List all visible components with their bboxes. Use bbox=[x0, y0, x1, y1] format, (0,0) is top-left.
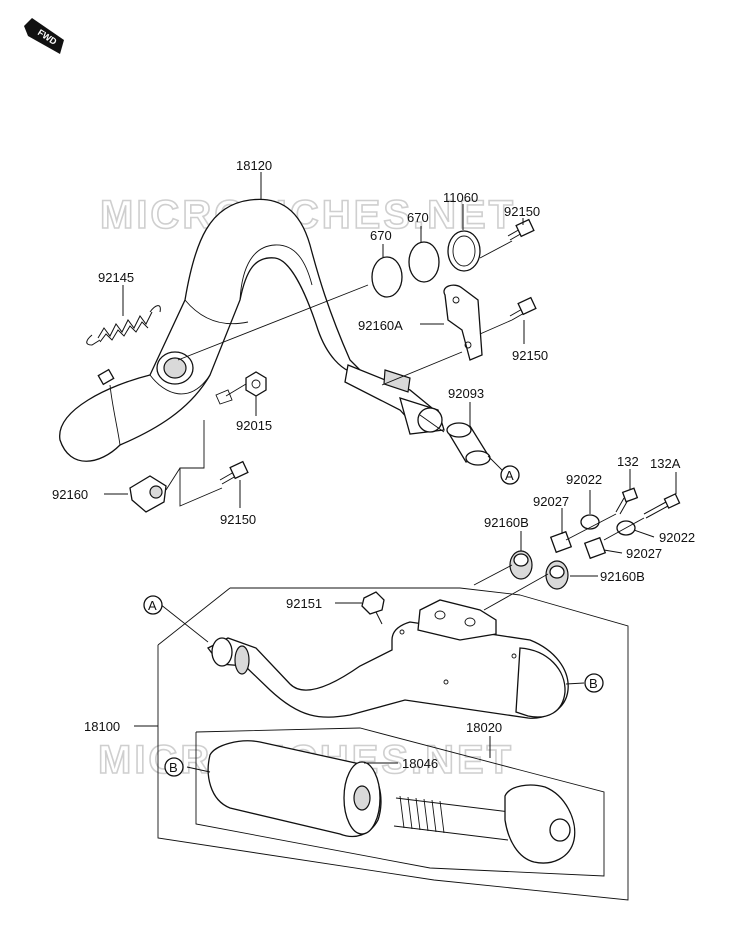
svg-text:A: A bbox=[148, 598, 157, 613]
damper-right-shape bbox=[545, 560, 569, 590]
insert-shape bbox=[393, 784, 576, 864]
label-damper: 92160 bbox=[52, 487, 88, 502]
label-o-ring-2: 670 bbox=[407, 210, 429, 225]
collar-left-shape bbox=[549, 530, 573, 554]
label-grommet: 92093 bbox=[448, 386, 484, 401]
bolt-upper-shape bbox=[507, 218, 535, 241]
bolt-132-shape bbox=[615, 487, 639, 515]
grommet-shape bbox=[446, 422, 491, 466]
gasket-inner-shape bbox=[452, 235, 476, 267]
exhaust-pipe-shape bbox=[59, 198, 445, 462]
packing-shape bbox=[207, 740, 382, 838]
callout-a-pipe: A bbox=[500, 465, 520, 485]
label-muffler-assy: 18100 bbox=[84, 719, 120, 734]
label-collar-left: 92027 bbox=[533, 494, 569, 509]
label-bolt-132a: 132A bbox=[650, 456, 681, 471]
watermark-top: MICROFICHES.NET bbox=[100, 193, 516, 237]
label-insert: 18020 bbox=[466, 720, 502, 735]
label-damper-left: 92160B bbox=[484, 515, 529, 530]
svg-text:B: B bbox=[169, 760, 178, 775]
bracket-shape bbox=[443, 284, 483, 361]
fwd-arrow-icon: FWD bbox=[24, 18, 64, 54]
damper-shape bbox=[129, 475, 167, 513]
label-bolt-bracket: 92150 bbox=[512, 348, 548, 363]
svg-text:A: A bbox=[505, 468, 514, 483]
o-ring-2-shape bbox=[408, 241, 440, 283]
label-packing: 18046 bbox=[402, 756, 438, 771]
label-spring: 92145 bbox=[98, 270, 134, 285]
label-bolt-132: 132 bbox=[617, 454, 639, 469]
callout-b-muffler: B bbox=[584, 673, 604, 693]
bolt-132a-shape bbox=[643, 493, 681, 519]
o-ring-1-shape bbox=[371, 256, 403, 298]
label-collar-right: 92027 bbox=[626, 546, 662, 561]
washer-left-shape bbox=[580, 514, 600, 530]
leader-lines bbox=[104, 172, 677, 901]
label-washer-left: 92022 bbox=[566, 472, 602, 487]
label-nut: 92015 bbox=[236, 418, 272, 433]
label-damper-right: 92160B bbox=[600, 569, 645, 584]
spring-shape bbox=[86, 305, 161, 346]
label-washer-right: 92022 bbox=[659, 530, 695, 545]
damper-left-shape bbox=[509, 550, 533, 580]
label-bolt-muffler: 92151 bbox=[286, 596, 322, 611]
label-gasket: 11060 bbox=[443, 190, 478, 205]
bolt-lower-shape bbox=[219, 460, 249, 485]
bolt-bracket-shape bbox=[509, 296, 537, 321]
bolt-muffler-shape bbox=[361, 591, 385, 625]
label-o-ring-1: 670 bbox=[370, 228, 392, 243]
callout-b-insert: B bbox=[164, 757, 184, 777]
label-exhaust-pipe: 18120 bbox=[236, 158, 272, 173]
muffler-body-shape bbox=[207, 599, 569, 719]
collar-right-shape bbox=[583, 536, 607, 560]
nut-shape bbox=[245, 371, 267, 397]
callout-a-muffler: A bbox=[143, 595, 163, 615]
label-bracket: 92160A bbox=[358, 318, 403, 333]
pipe-tab-shape bbox=[215, 389, 233, 405]
label-bolt-lower: 92150 bbox=[220, 512, 256, 527]
label-bolt-upper: 92150 bbox=[504, 204, 540, 219]
svg-text:B: B bbox=[589, 676, 598, 691]
